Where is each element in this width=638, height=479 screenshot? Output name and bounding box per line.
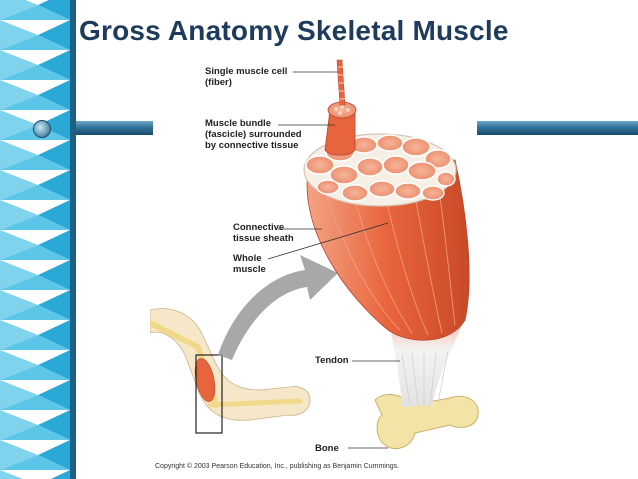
muscle-anatomy-illustration: [150, 59, 479, 449]
divider-left: [76, 121, 153, 135]
slide-title: Gross Anatomy Skeletal Muscle: [79, 15, 509, 46]
copyright-notice: Copyright © 2003 Pearson Education, Inc.…: [155, 463, 400, 470]
label-connective-sheath: Connective tissue sheath: [233, 222, 294, 244]
label-tendon: Tendon: [315, 355, 349, 366]
zoom-arrow: [218, 255, 338, 360]
decorative-side-strip: [0, 0, 76, 479]
arm-illustration: [150, 308, 311, 434]
protruding-fascicle: [324, 101, 357, 156]
leader-lines: [267, 71, 400, 449]
divider-right: [477, 121, 638, 135]
label-fascicle: Muscle bundle (fascicle) surrounded by c…: [205, 118, 302, 151]
circle-bullet-icon: [33, 120, 51, 138]
label-fiber: Single muscle cell (fiber): [205, 66, 288, 88]
label-whole-muscle: Whole muscle: [233, 253, 266, 275]
fascicles: [305, 134, 456, 202]
tendon-illustration: [390, 325, 462, 407]
label-bone: Bone: [315, 443, 339, 454]
whole-muscle: [306, 159, 470, 341]
